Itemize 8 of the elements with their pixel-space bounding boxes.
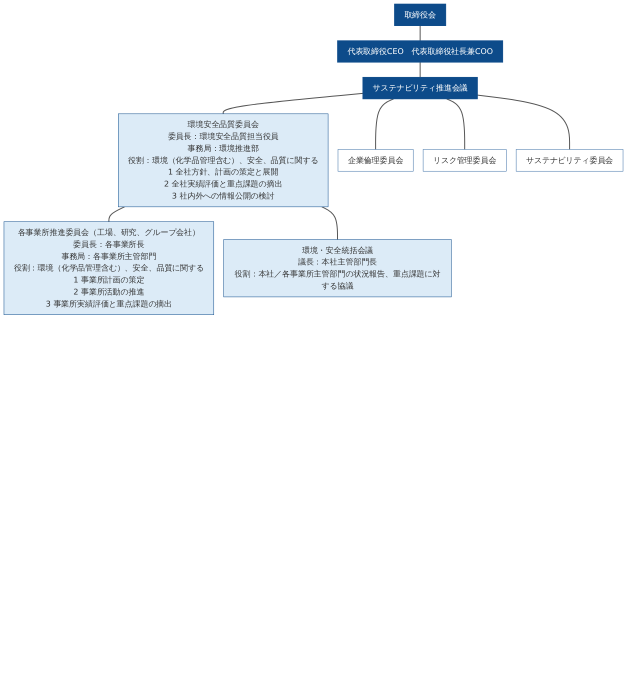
connector: [420, 62, 421, 78]
connector: [321, 206, 338, 240]
connector: [446, 98, 466, 150]
connector: [477, 94, 570, 150]
connector: [222, 92, 364, 114]
connector: [420, 25, 421, 42]
connector: [375, 98, 394, 150]
connector: [108, 206, 126, 222]
